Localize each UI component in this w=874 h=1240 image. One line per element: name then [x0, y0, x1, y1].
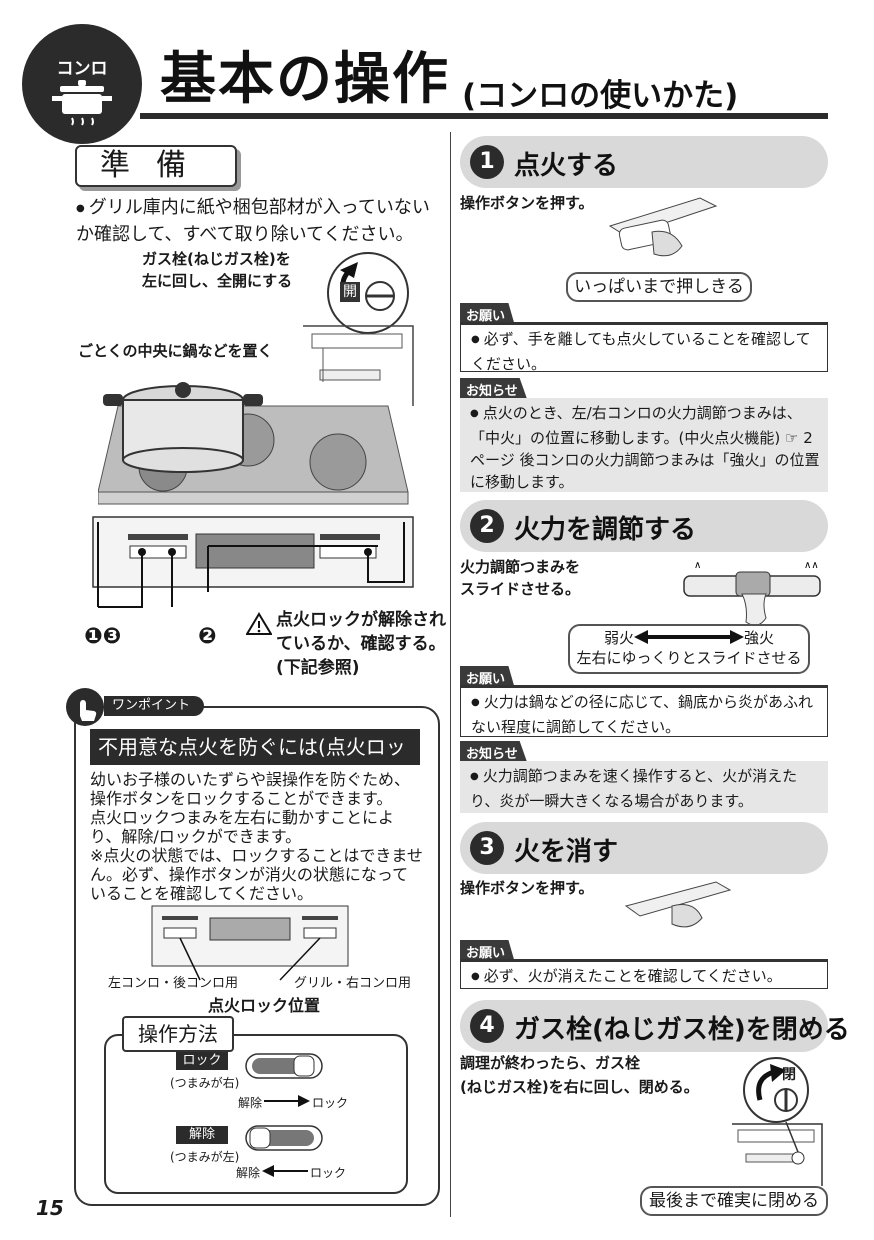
step-4-number: 4	[470, 1009, 504, 1043]
gas-valve-close-illustration	[732, 1057, 823, 1186]
page-subtitle: (コンロの使いかた)	[462, 78, 739, 114]
step-2-instruction-2: スライドさせる。	[460, 580, 581, 598]
step-2-title: 火力を調節する	[514, 515, 697, 545]
prep-heading: 準備	[75, 145, 237, 187]
prep-bullet: グリル庫内に紙や梱包部材が入っていないか確認して、すべて取り除いてください。	[76, 196, 442, 247]
step-3-title: 火を消す	[514, 837, 619, 867]
onepoint-para-3: ※点火の状態では、ロックすることはできません。必ず、操作ボタンが消火の状態になっ…	[90, 846, 423, 903]
lock-slider-locked	[245, 1053, 323, 1079]
open-mark: 開	[340, 282, 360, 302]
arrow-lock-label-1: ロック	[312, 1096, 349, 1110]
step-4-header	[460, 1000, 828, 1052]
onegai-tag-1: お願い	[460, 303, 516, 326]
arrow-lock-label-2: ロック	[310, 1166, 347, 1180]
strong-label: 強火	[744, 628, 775, 647]
lock-position-illustration	[151, 905, 349, 981]
marker-2: ❷	[198, 624, 217, 649]
step-2-header	[460, 500, 828, 552]
step-3-instruction: 操作ボタンを押す。	[460, 879, 594, 897]
step-2-onegai-text: 火力は鍋などの径に応じて、鍋底から炎があふれない程度に調節してください。	[460, 687, 828, 737]
marker-1-3: ❶❸	[84, 624, 122, 649]
lock-slider-released	[245, 1125, 323, 1151]
step-4-instruction-1: 調理が終わったら、ガス栓	[460, 1054, 641, 1072]
step-4-callout: 最後まで確実に閉める	[640, 1186, 828, 1216]
step-3-onegai-text: 必ず、火が消えたことを確認してください。	[460, 961, 828, 989]
step-4-instruction-2: (ねじガス栓)を右に回し、閉める。	[460, 1078, 699, 1096]
gas-valve-open-illustration	[327, 252, 409, 348]
lock-warning-3: (下記参照)	[276, 658, 360, 678]
onegai-rule-2	[460, 685, 828, 687]
onepoint-panel	[74, 706, 440, 1206]
onepoint-tag: ワンポイント	[104, 696, 205, 716]
svg-text:∧: ∧	[694, 560, 701, 571]
badge-label: コンロ	[56, 59, 108, 79]
step-4-title: ガス栓(ねじガス栓)を閉める	[514, 1015, 850, 1045]
slide-knob-illustration: ∧ ∧∧	[683, 560, 821, 626]
label-right-lock: グリル・右コンロ用	[294, 976, 412, 991]
method-box	[104, 1034, 408, 1194]
release-label: 解除	[176, 1126, 228, 1144]
release-sub: (つまみが左)	[170, 1150, 240, 1164]
push-button-off-illustration	[624, 881, 732, 928]
onepoint-title: 不用意な点火を防ぐには(点火ロック)	[90, 729, 420, 795]
close-mark: 閉	[782, 1067, 796, 1083]
lock-warning-1: 点火ロックが解除され	[276, 610, 446, 630]
step-1-oshirase-text: 点火のとき、左/右コンロの火力調節つまみは、「中火」の位置に移動します。(中火点…	[460, 398, 828, 492]
pot-icon	[52, 80, 112, 126]
onegai-tag-2: お願い	[460, 666, 516, 689]
weak-strong-arrow-icon	[634, 630, 744, 644]
page-title: 基本の操作	[160, 47, 450, 112]
step-1-header	[460, 136, 828, 188]
onegai-rule-3	[460, 959, 828, 961]
step-2-number: 2	[470, 509, 504, 543]
pot-placement-note: ごとくの中央に鍋などを置く	[78, 342, 273, 360]
header-rule	[140, 113, 828, 119]
step-1-instruction: 操作ボタンを押す。	[460, 194, 594, 212]
lock-label: ロック	[176, 1052, 228, 1070]
onegai-rule-1	[460, 322, 828, 324]
oshirase-tag-2: お知らせ	[460, 741, 528, 764]
gas-valve-note-2: 左に回し、全開にする	[142, 272, 293, 290]
label-left-lock: 左コンロ・後コンロ用	[108, 976, 239, 991]
onepoint-para-1: 幼いお子様のいたずらや誤操作を防ぐため、操作ボタンをロックすることができます。	[90, 770, 411, 808]
onegai-tag-3: お願い	[460, 940, 516, 963]
step-2-oshirase-text: 火力調節つまみを速く操作すると、火が消えたり、炎が一瞬大きくなる場合があります。	[460, 761, 828, 813]
control-panel-illustration	[92, 516, 414, 608]
step-3-number: 3	[470, 831, 504, 865]
pointing-hand-icon	[66, 688, 104, 726]
cooktop-illustration	[98, 325, 414, 505]
page-number: 15	[36, 1196, 64, 1220]
step-2-callout: 左右にゆっくりとスライドさせる	[576, 649, 802, 667]
step-1-onegai-text: 必ず、手を離しても点火していることを確認してください。	[460, 324, 828, 373]
lock-sub: (つまみが右)	[170, 1076, 240, 1090]
weak-label: 弱火	[603, 628, 634, 647]
label-lock-position: 点火ロック位置	[208, 996, 321, 1015]
step-2-instruction-1: 火力調節つまみを	[460, 558, 581, 576]
warning-icon	[246, 612, 272, 635]
column-divider	[450, 132, 451, 1217]
gas-valve-note-1: ガス栓(ねじガス栓)を	[142, 250, 291, 268]
step-3-header	[460, 822, 828, 874]
method-title: 操作方法	[122, 1016, 234, 1052]
arrow-release-label-1: 解除	[238, 1096, 263, 1110]
left-arrow-icon	[262, 1165, 308, 1177]
step-1-title: 点火する	[514, 151, 619, 181]
onepoint-para-2: 点火ロックつまみを左右に動かすことにより、解除/ロックができます。	[90, 808, 395, 846]
push-button-illustration	[608, 197, 718, 257]
step-1-number: 1	[470, 145, 504, 179]
oshirase-tag-1: お知らせ	[460, 378, 528, 401]
step-2-callout-box: 弱火 強火 左右にゆっくりとスライドさせる	[568, 624, 810, 674]
category-badge: コンロ	[22, 24, 142, 144]
right-arrow-icon	[264, 1095, 310, 1107]
step-1-callout: いっぱいまで押しきる	[566, 272, 752, 302]
arrow-release-label-2: 解除	[236, 1166, 261, 1180]
svg-text:∧∧: ∧∧	[804, 560, 819, 571]
lock-warning-2: ているか、確認する。	[276, 634, 446, 654]
